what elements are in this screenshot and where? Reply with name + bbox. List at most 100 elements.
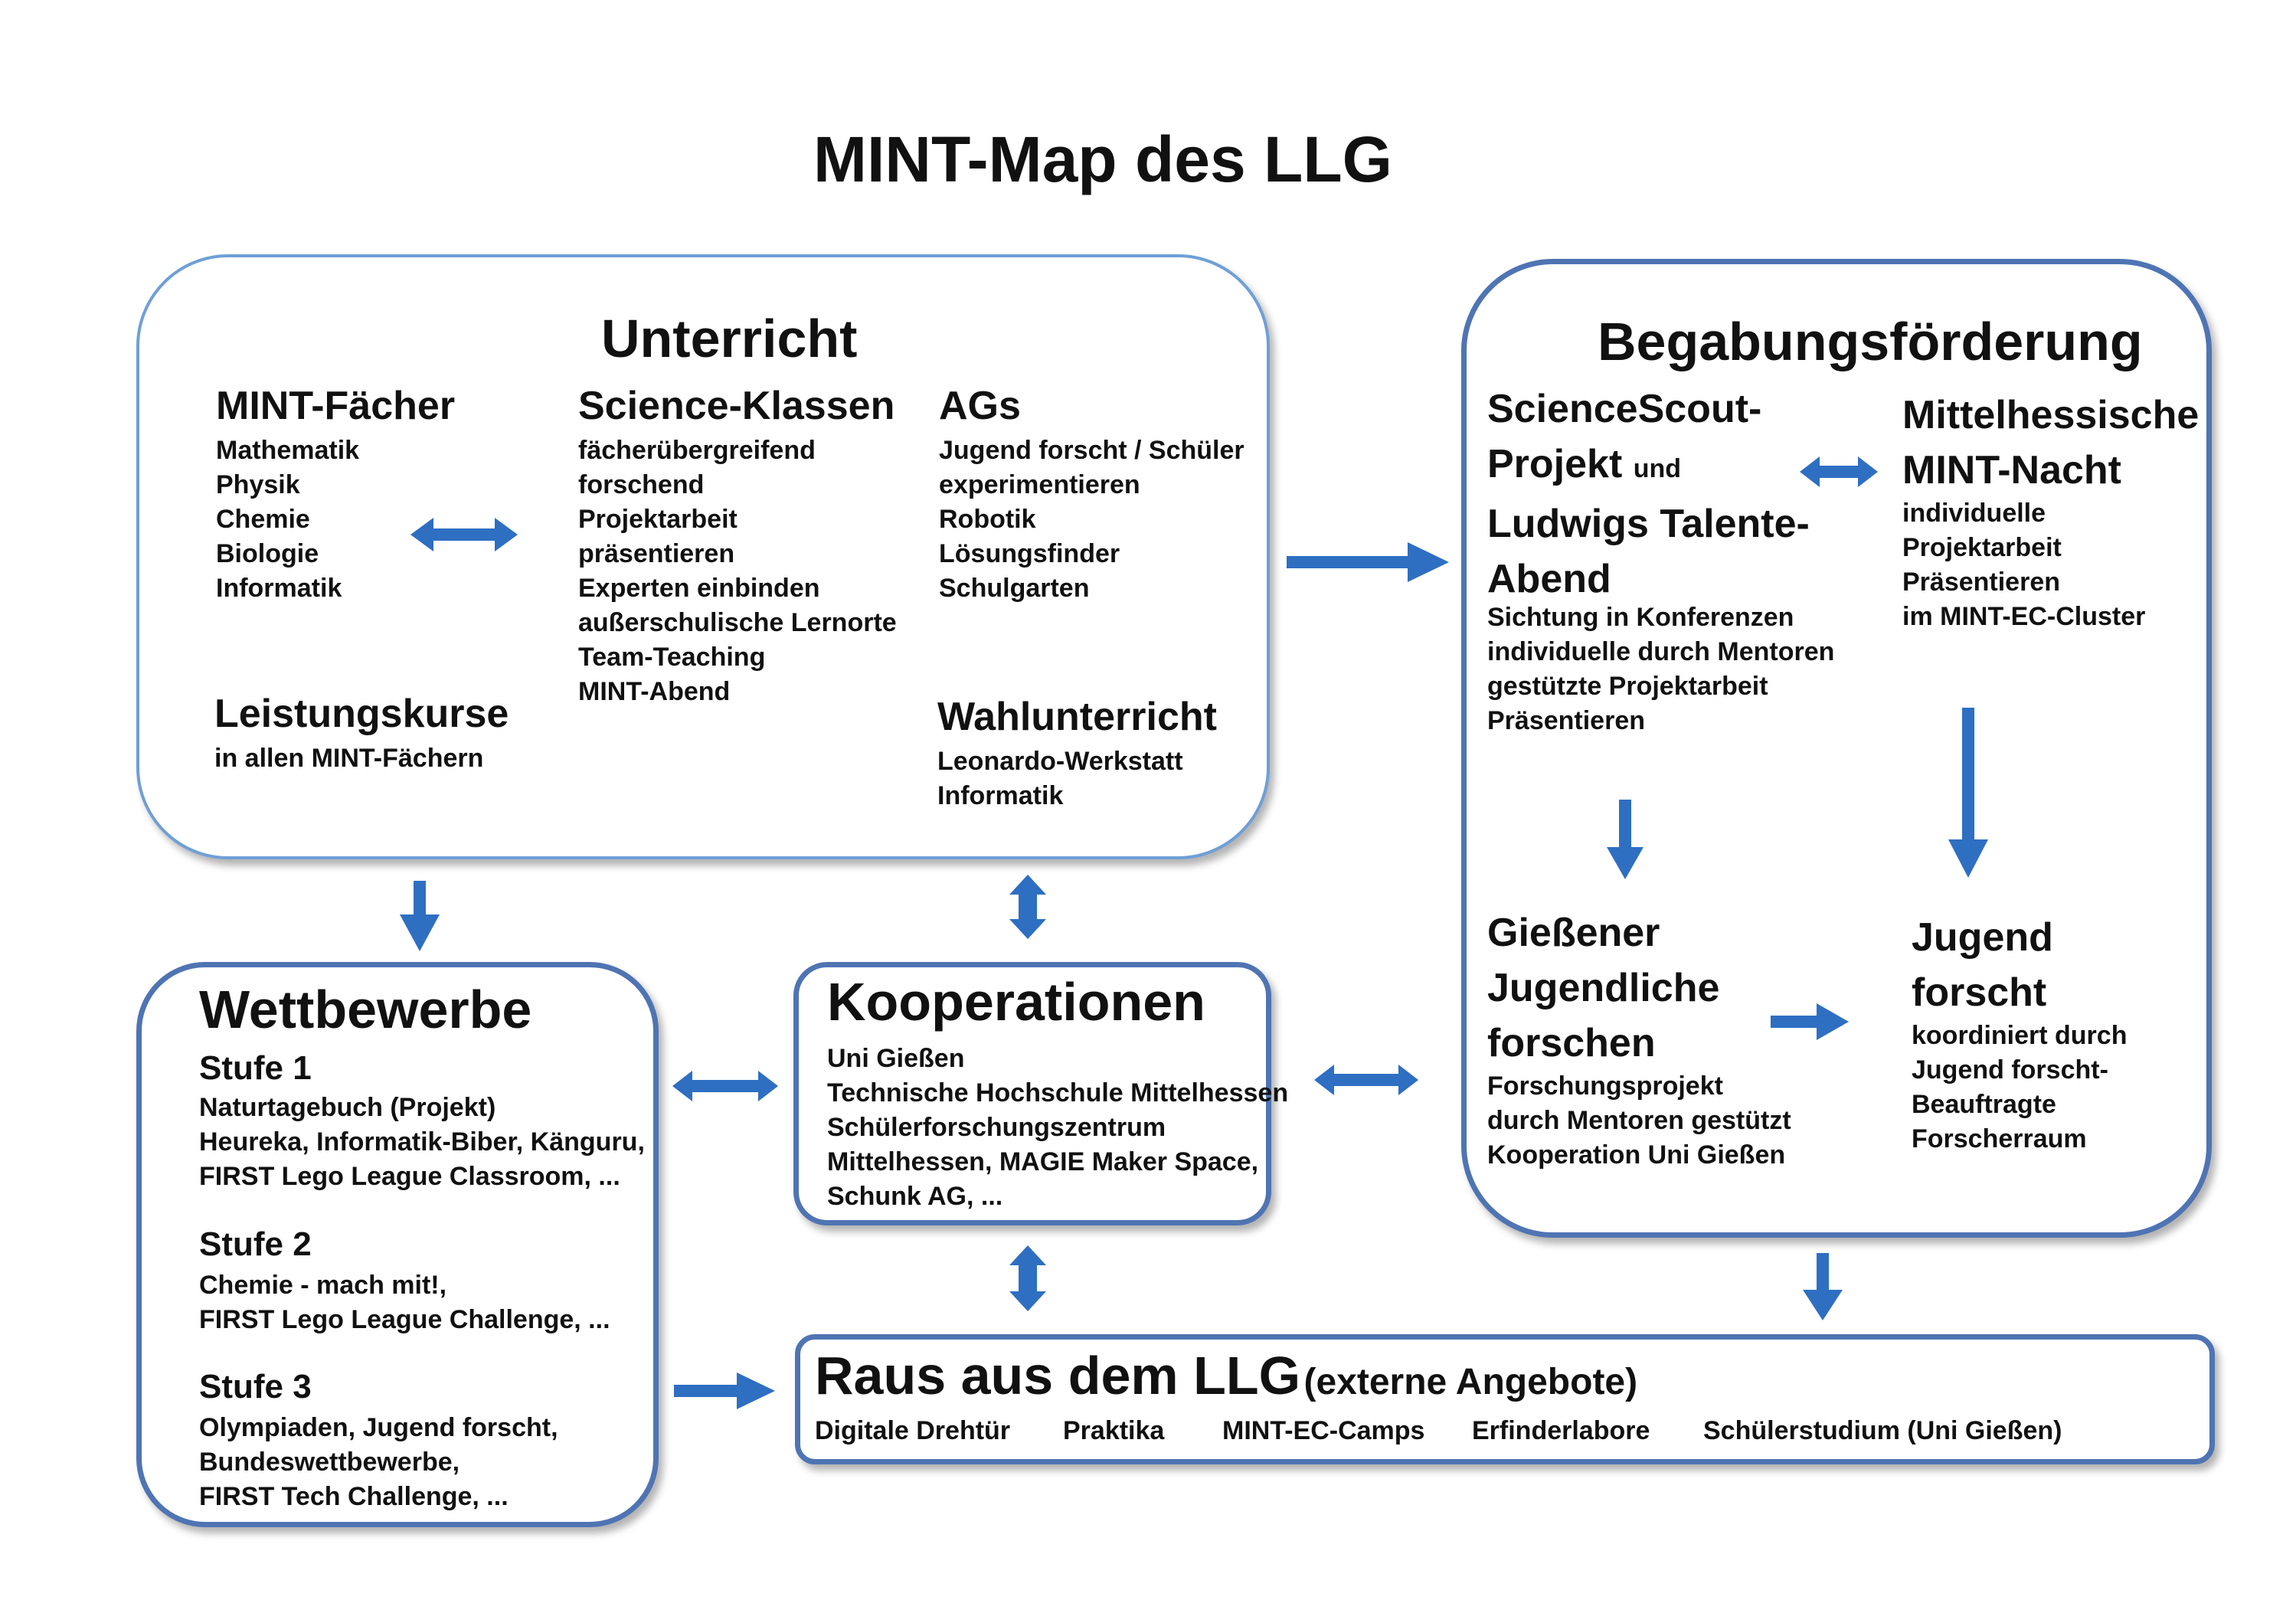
giessener-heading: Gießener Jugendliche forschen <box>1487 905 1719 1071</box>
list-item: fächerübergreifend <box>578 436 816 465</box>
heading-line: Gießener <box>1487 911 1660 955</box>
list-item: Jugend forscht- <box>1912 1055 2108 1085</box>
list-item: Robotik <box>939 505 1036 534</box>
giessener-list: Forschungsprojekt durch Mentoren gestütz… <box>1487 1069 1791 1173</box>
vertical-double-arrow-icon <box>1009 875 1046 939</box>
list-item: in allen MINT-Fächern <box>214 744 484 773</box>
raus-item: Erfinderlabore <box>1472 1416 1650 1445</box>
list-item: Lösungsfinder <box>939 539 1120 568</box>
list-item: Uni Gießen <box>827 1044 965 1073</box>
wettbewerbe-box <box>136 962 659 1527</box>
heading-line: ScienceScout- <box>1487 387 1762 431</box>
list-item: Olympiaden, Jugend forscht, <box>199 1413 558 1442</box>
stufe-3-heading: Stufe 3 <box>199 1368 312 1405</box>
stufe-1-list: Naturtagebuch (Projekt) Heureka, Informa… <box>199 1091 645 1194</box>
heading-line: Jugend <box>1912 915 2053 960</box>
list-item: MINT-Abend <box>578 677 731 706</box>
wahlunterricht-list: Leonardo-Werkstatt Informatik <box>937 744 1183 813</box>
list-item: forschend <box>578 470 705 499</box>
list-item: Physik <box>216 470 300 499</box>
leistungskurse-heading: Leistungskurse <box>214 692 509 736</box>
stufe-1-heading: Stufe 1 <box>199 1049 312 1087</box>
heading-line: Mittelhessische <box>1902 393 2200 437</box>
sciencescout-heading: ScienceScout- Projekt und Ludwigs Talent… <box>1487 381 1810 607</box>
list-item: experimentieren <box>939 470 1140 499</box>
heading-line: forscht <box>1912 970 2047 1015</box>
list-item: Forschungsprojekt <box>1487 1072 1723 1101</box>
list-item: Sichtung in Konferenzen <box>1487 603 1794 632</box>
list-item: Technische Hochschule Mittelhessen <box>827 1078 1289 1108</box>
raus-item: MINT-EC-Camps <box>1222 1416 1425 1445</box>
list-item: gestützte Projektarbeit <box>1487 672 1768 701</box>
list-item: Projektarbeit <box>1902 533 2062 562</box>
list-item: Beauftragte <box>1912 1090 2056 1119</box>
list-item: Informatik <box>216 574 342 603</box>
leistungskurse-list: in allen MINT-Fächern <box>214 741 483 776</box>
list-item: Präsentieren <box>1902 568 2060 597</box>
list-item: Forscherraum <box>1912 1124 2087 1153</box>
list-item: individuelle durch Mentoren <box>1487 637 1835 666</box>
heading-line: Projekt <box>1487 442 1623 486</box>
list-item: Kooperation Uni Gießen <box>1487 1140 1786 1170</box>
list-item: Projektarbeit <box>578 505 738 534</box>
down-arrow-icon <box>1803 1253 1843 1320</box>
list-item: FIRST Tech Challenge, ... <box>199 1482 509 1511</box>
heading-line: Abend <box>1487 557 1611 601</box>
right-arrow-icon <box>674 1373 775 1409</box>
list-item: Bundeswettbewerbe, <box>199 1448 460 1477</box>
raus-subtitle: (externe Angebote) <box>1303 1362 1638 1402</box>
raus-item: Digitale Drehtür <box>815 1416 1011 1445</box>
kooperationen-title: Kooperationen <box>827 972 1205 1032</box>
kooperationen-box <box>793 962 1271 1225</box>
raus-box <box>795 1334 2215 1464</box>
begabung-title: Begabungsförderung <box>1598 312 2143 371</box>
stufe-2-heading: Stufe 2 <box>199 1225 312 1263</box>
und-connector: und <box>1633 454 1682 483</box>
list-item: Chemie - mach mit!, <box>199 1271 447 1300</box>
list-item: Heureka, Informatik-Biber, Känguru, <box>199 1127 645 1157</box>
vertical-double-arrow-icon <box>1009 1245 1046 1311</box>
raus-item: Praktika <box>1063 1416 1165 1445</box>
raus-title: Raus aus dem LLG <box>815 1346 1301 1405</box>
right-arrow-icon <box>1287 542 1449 582</box>
unterricht-box <box>136 254 1270 859</box>
mint-faecher-list: Mathematik Physik Chemie Biologie Inform… <box>216 434 359 606</box>
stufe-3-list: Olympiaden, Jugend forscht, Bundeswettbe… <box>199 1411 558 1514</box>
list-item: Mathematik <box>216 436 360 465</box>
list-item: FIRST Lego League Classroom, ... <box>199 1162 620 1191</box>
ags-list: Jugend forscht / Schüler experimentieren… <box>939 434 1244 606</box>
wettbewerbe-title: Wettbewerbe <box>199 980 532 1039</box>
list-item: koordiniert durch <box>1912 1021 2128 1050</box>
heading-line: Ludwigs Talente- <box>1487 502 1810 546</box>
unterricht-title: Unterricht <box>601 309 858 368</box>
list-item: Schülerforschungszentrum <box>827 1113 1166 1142</box>
heading-line: Jugendliche <box>1487 966 1720 1010</box>
list-item: Mittelhessen, MAGIE Maker Space, <box>827 1147 1259 1176</box>
list-item: Leonardo-Werkstatt <box>937 747 1183 776</box>
jugend-forscht-list: koordiniert durch Jugend forscht- Beauft… <box>1912 1019 2127 1157</box>
list-item: Präsentieren <box>1487 706 1645 735</box>
science-klassen-list: fächerübergreifend forschend Projektarbe… <box>578 434 897 709</box>
list-item: Schunk AG, ... <box>827 1182 1003 1211</box>
double-arrow-icon <box>1314 1065 1418 1095</box>
list-item: präsentieren <box>578 539 735 568</box>
list-item: FIRST Lego League Challenge, ... <box>199 1305 610 1334</box>
list-item: im MINT-EC-Cluster <box>1902 602 2146 631</box>
mint-faecher-heading: MINT-Fächer <box>216 384 456 428</box>
list-item: Experten einbinden <box>578 574 820 603</box>
mint-nacht-list: individuelle Projektarbeit Präsentieren … <box>1902 496 2145 634</box>
ags-heading: AGs <box>939 384 1021 428</box>
heading-line: forschen <box>1487 1021 1656 1065</box>
list-item: Chemie <box>216 505 310 534</box>
list-item: durch Mentoren gestützt <box>1487 1106 1791 1135</box>
mint-nacht-heading: Mittelhessische MINT-Nacht <box>1902 388 2199 498</box>
list-item: außerschulische Lernorte <box>578 608 897 637</box>
list-item: Naturtagebuch (Projekt) <box>199 1093 496 1122</box>
raus-item: Schülerstudium (Uni Gießen) <box>1703 1416 2062 1445</box>
list-item: Schulgarten <box>939 574 1090 603</box>
list-item: Team-Teaching <box>578 643 766 672</box>
begabung-box <box>1461 259 2212 1238</box>
list-item: Jugend forscht / Schüler <box>939 436 1244 465</box>
raus-heading: Raus aus dem LLG (externe Angebote) <box>815 1345 1637 1406</box>
page-title: MINT-Map des LLG <box>813 123 1392 195</box>
